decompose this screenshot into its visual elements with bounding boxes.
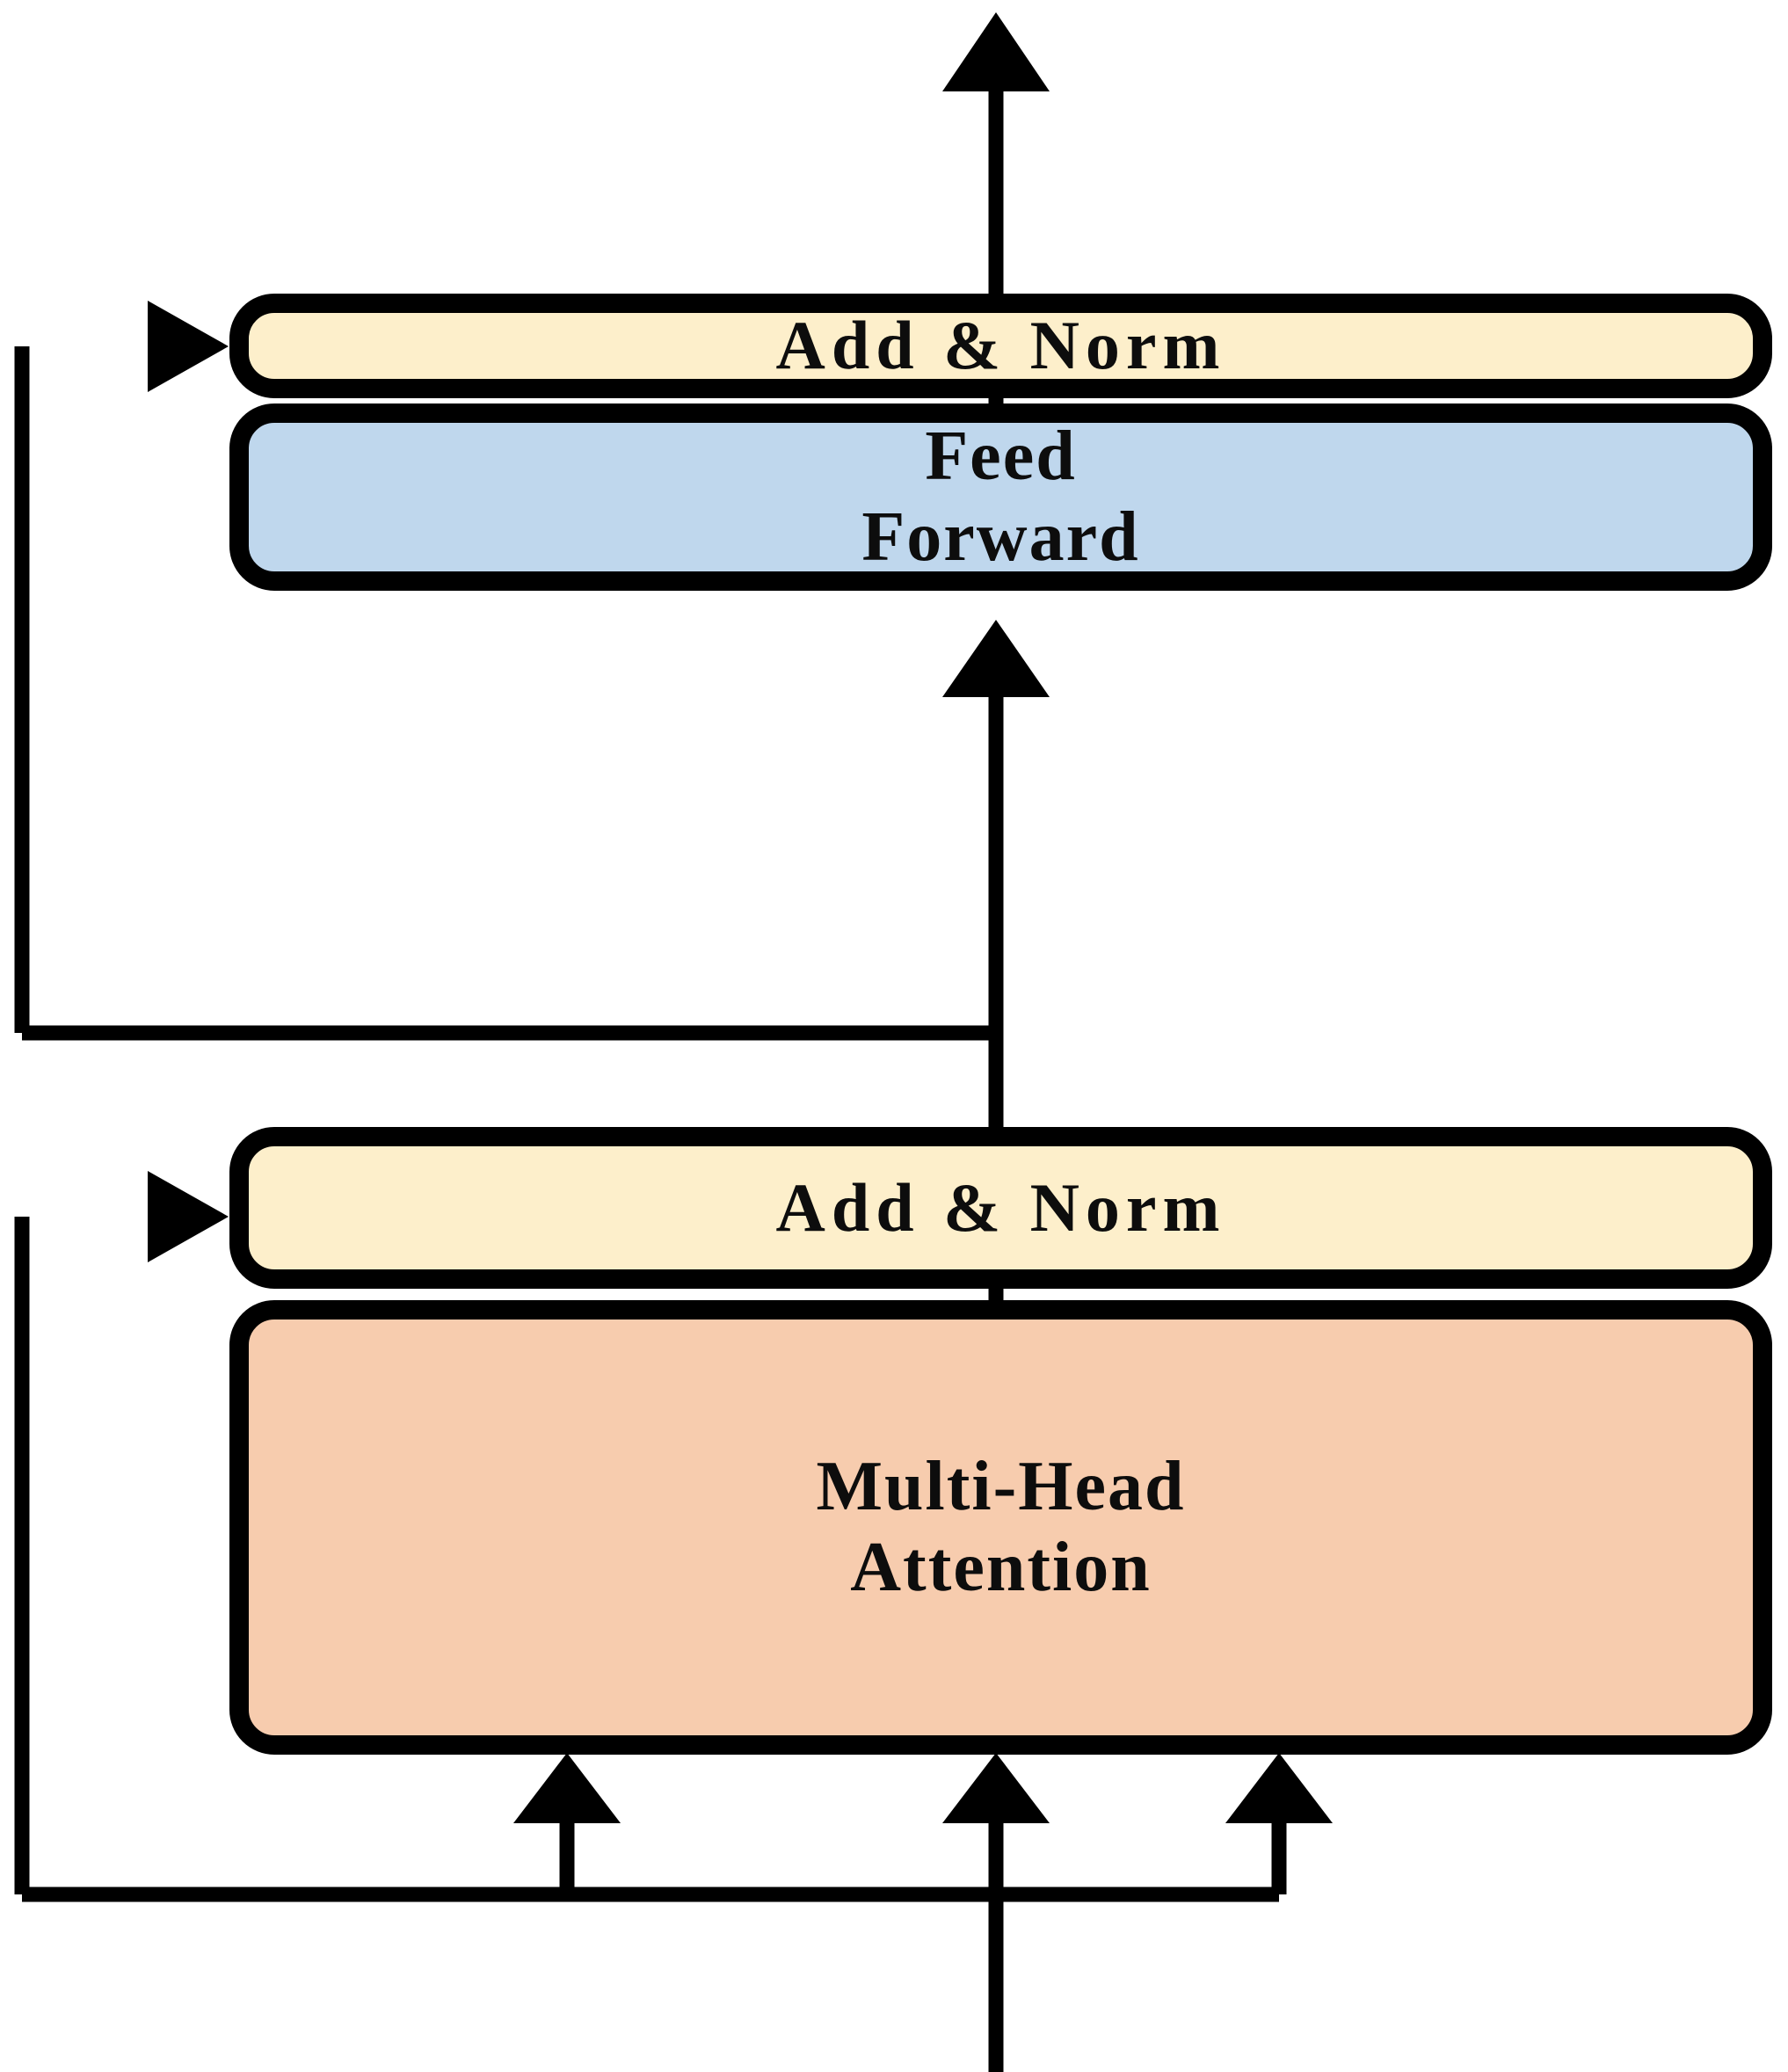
block-add-norm-bottom[interactable] [229, 1127, 1772, 1289]
query-arrowhead [513, 1753, 621, 1823]
value-arrowhead [1225, 1753, 1333, 1823]
output-arrowhead [942, 12, 1050, 91]
feedforward-input-arrowhead [942, 620, 1050, 697]
block-feed-forward[interactable] [229, 403, 1772, 591]
wire-layer [14, 90, 1287, 2072]
block-add-norm-top[interactable] [229, 294, 1772, 398]
block-layer [229, 294, 1772, 1755]
residual-top-arrowhead [148, 301, 229, 392]
block-multi-head-attention[interactable] [229, 1300, 1772, 1755]
key-arrowhead [942, 1753, 1050, 1823]
residual-bottom-arrowhead [148, 1171, 229, 1262]
arrowhead-layer [148, 12, 1333, 1823]
